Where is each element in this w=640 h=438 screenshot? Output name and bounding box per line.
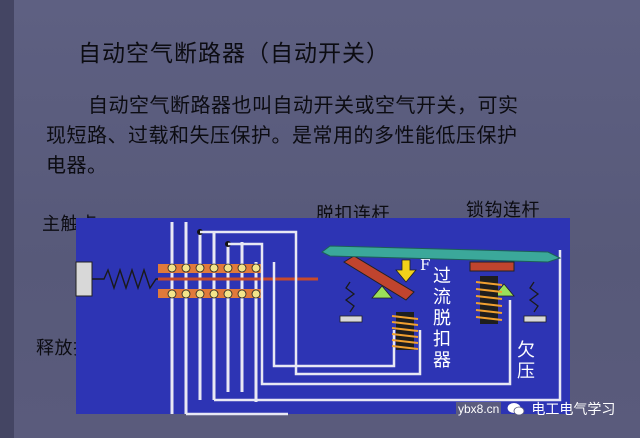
wechat-icon <box>507 403 525 416</box>
overcurrent-coil <box>391 312 419 350</box>
release-spring <box>92 267 158 291</box>
lock-spring-base <box>523 315 547 323</box>
watermark-brand: 电工电气学习 <box>531 401 616 417</box>
slide-paragraph: 自动空气断路器也叫自动开关或空气开关，可实 现短路、过载和失压保护。是常用的多性… <box>46 90 626 180</box>
contact-wires <box>170 222 258 414</box>
trip-spring-base <box>339 315 363 323</box>
lock-spring <box>528 281 540 313</box>
label-undervoltage: 欠 压 <box>517 340 535 382</box>
trip-lever <box>343 255 415 301</box>
watermark-url: ybx8.cn <box>456 402 502 416</box>
slide-edge-strip <box>0 0 14 438</box>
paragraph-line-2: 现短路、过载和失压保护。是常用的多性能低压保护 <box>46 123 518 147</box>
contact-points <box>167 263 261 299</box>
label-overcurrent-release: 过 流 脱 扣 器 <box>433 266 451 371</box>
pivot-right <box>493 283 515 297</box>
circuit-wiring <box>186 230 562 416</box>
lock-lever <box>469 261 515 272</box>
trip-link-bar <box>321 245 562 263</box>
trip-spring <box>344 281 356 313</box>
paragraph-line-1: 自动空气断路器也叫自动开关或空气开关，可实 <box>88 93 519 117</box>
label-lock-link: 锁钩连杆 <box>466 200 540 221</box>
undervoltage-coil <box>475 276 503 324</box>
paragraph-line-3: 电器。 <box>46 153 108 177</box>
force-arrow <box>395 259 417 283</box>
slide-title: 自动空气断路器（自动开关） <box>78 41 390 67</box>
spring-anchor-block <box>75 261 93 297</box>
watermark: ybx8.cn 电工电气学习 <box>456 398 615 420</box>
pivot-left <box>371 285 393 299</box>
force-label: F <box>420 256 430 274</box>
